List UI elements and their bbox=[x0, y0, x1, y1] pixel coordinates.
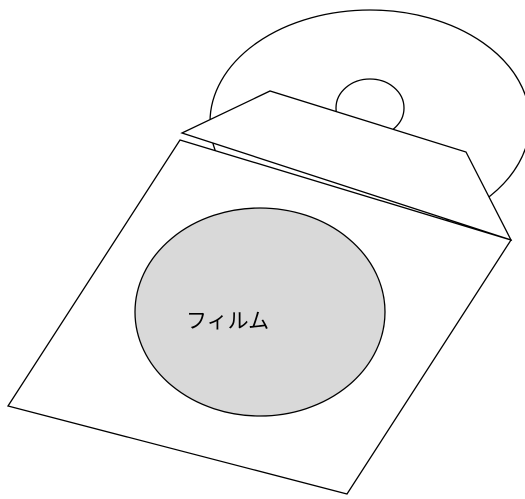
film-label: フィルム bbox=[186, 309, 269, 333]
